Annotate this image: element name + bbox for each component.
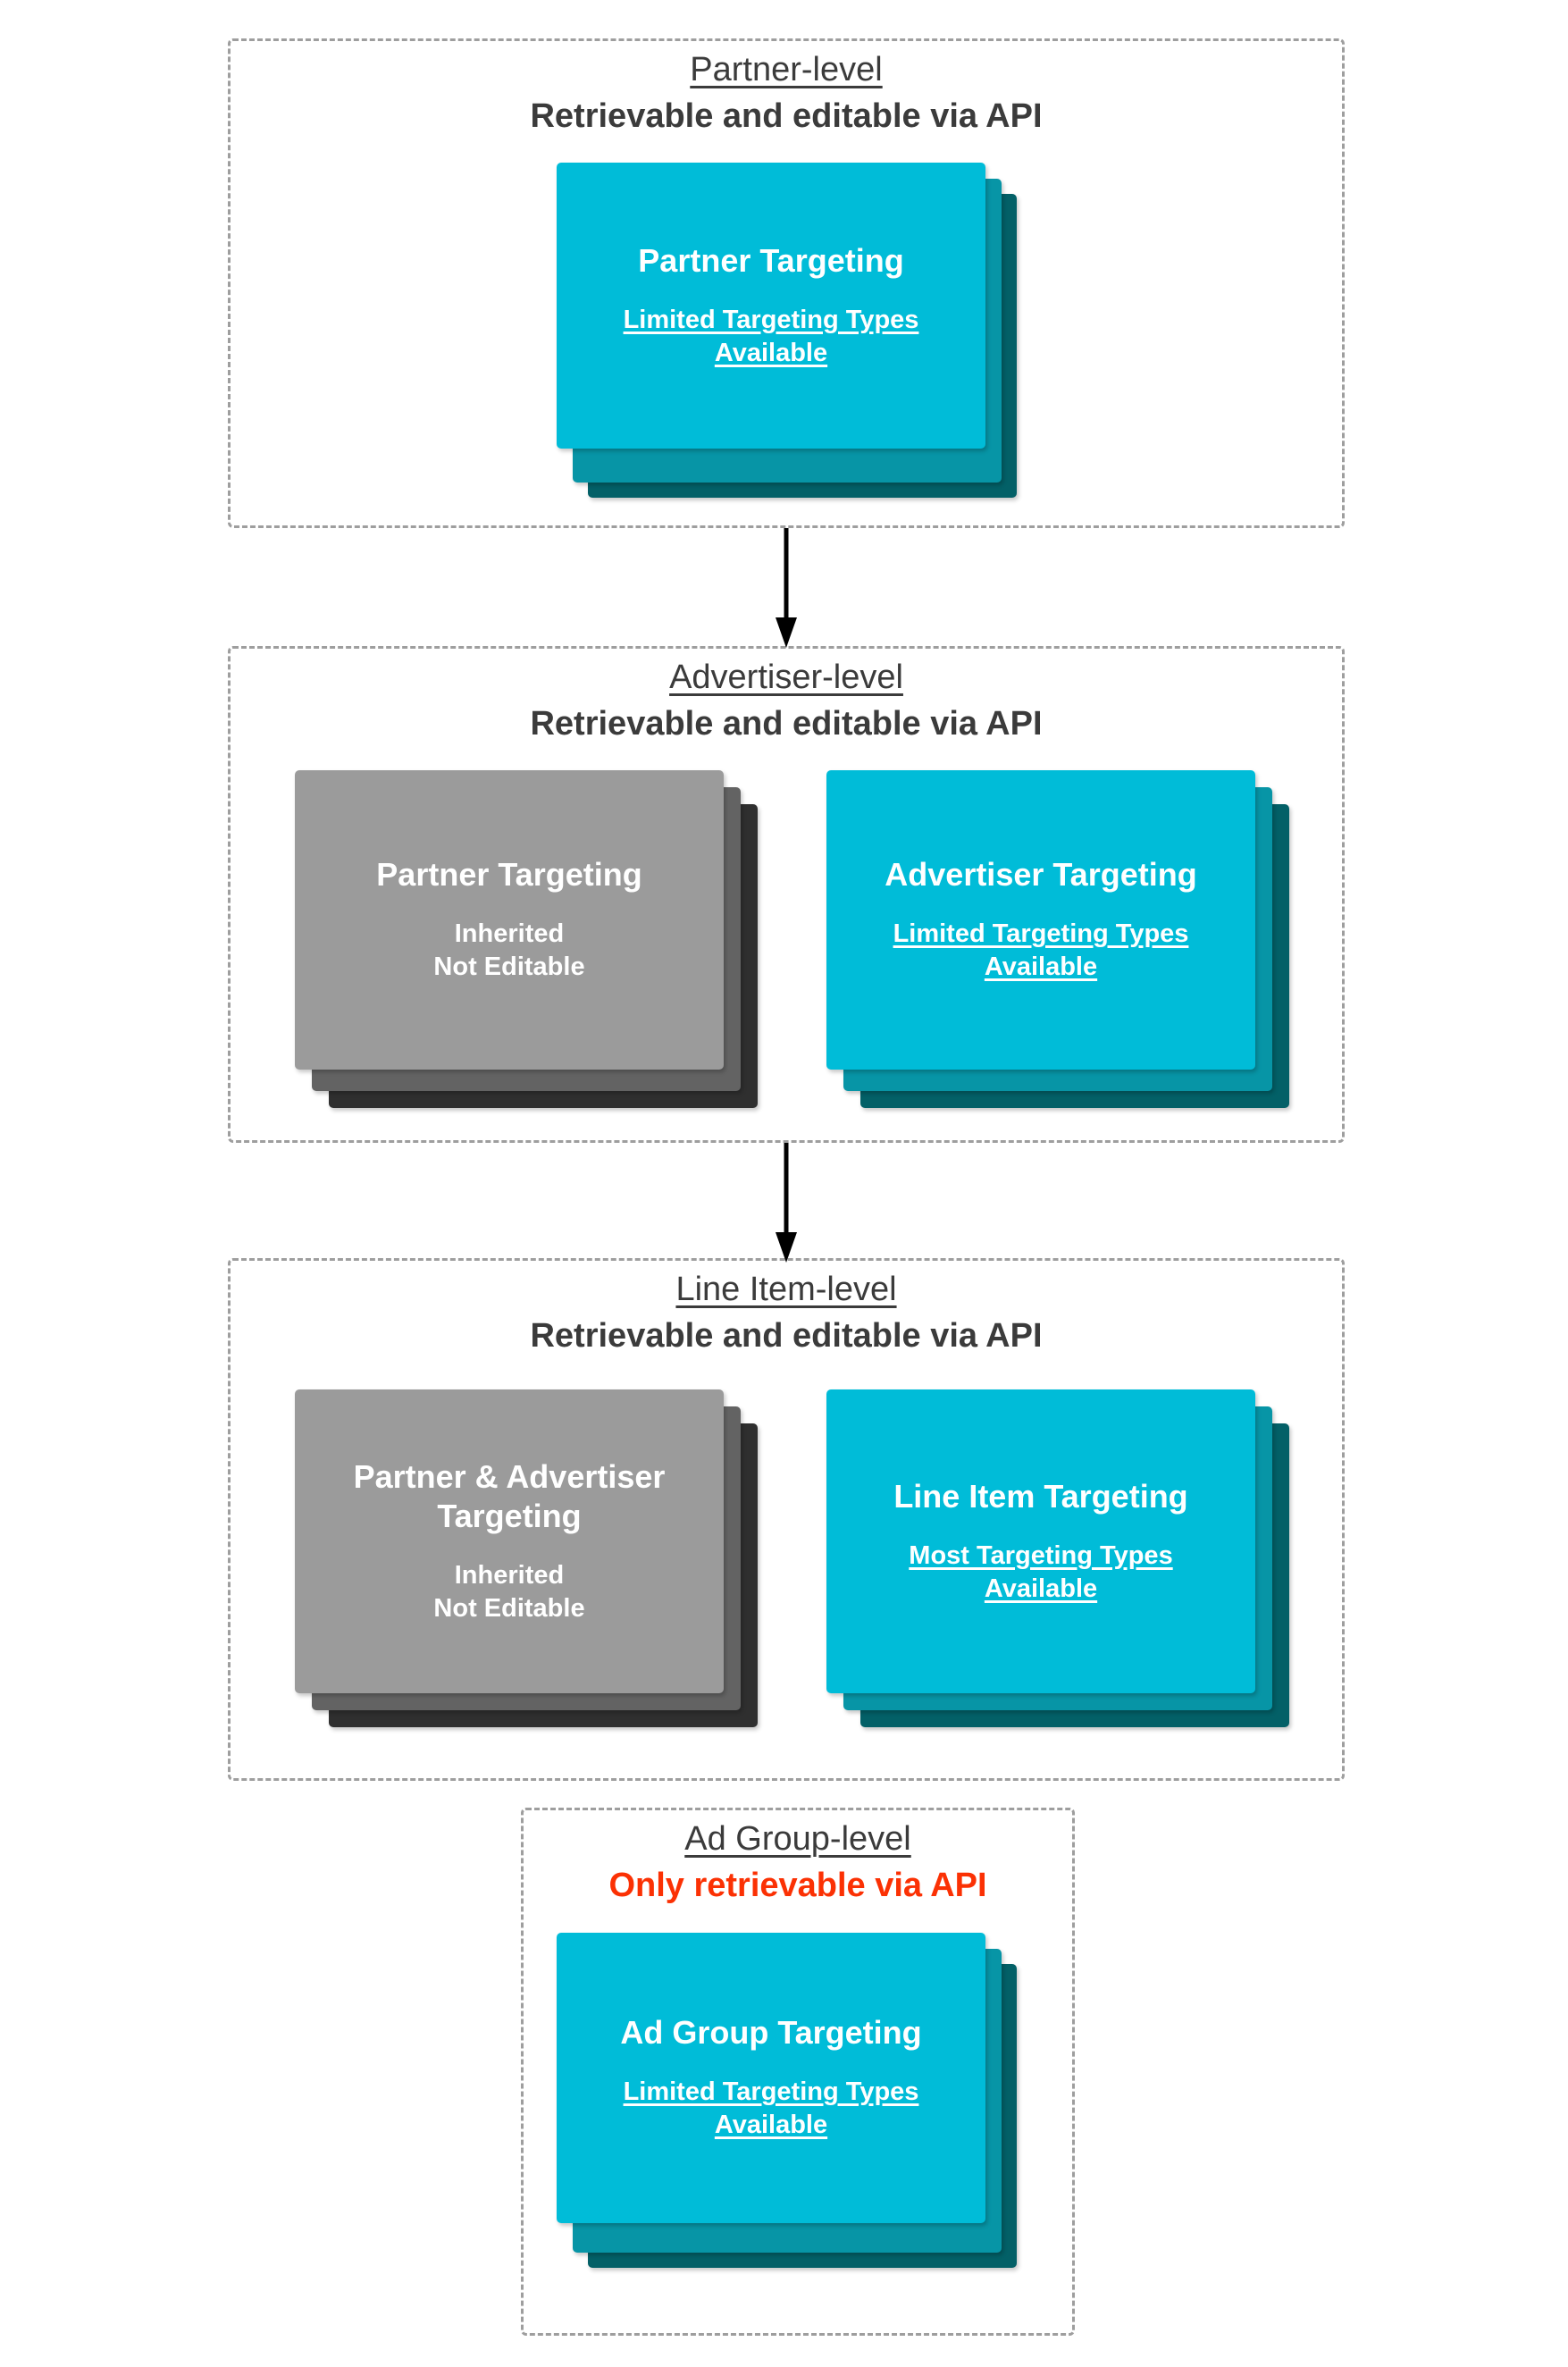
card-subtitle-line2: Not Editable <box>433 1593 585 1623</box>
card-subtitle: Most Targeting Types Available <box>891 1540 1190 1606</box>
card-subtitle: Limited Targeting Types Available <box>606 2076 937 2142</box>
card-subtitle-line2: Available <box>984 953 1098 982</box>
arrow-advertiser-to-line-item <box>776 1143 797 1263</box>
card-advertiser-targeting[interactable]: Advertiser Targeting Limited Targeting T… <box>826 770 1255 1070</box>
card-subtitle: Limited Targeting Types Available <box>606 304 937 370</box>
panel-title-advertiser: Advertiser-level <box>669 659 903 696</box>
arrow-partner-to-advertiser <box>776 528 797 648</box>
card-subtitle-line2: Available <box>714 338 828 367</box>
panel-title-partner: Partner-level <box>690 51 883 88</box>
panel-partner-level-header: Partner-level Retrievable and editable v… <box>228 49 1345 138</box>
card-stack-inherited-partner-advertiser-targeting: Partner & Advertiser Targeting Inherited… <box>295 1389 759 1747</box>
card-subtitle: Limited Targeting Types Available <box>876 918 1207 984</box>
card-subtitle-line1: Most Targeting Types <box>909 1540 1173 1570</box>
card-subtitle-line1: Inherited <box>454 919 565 949</box>
panel-subtitle-advertiser: Retrievable and editable via API <box>530 704 1043 743</box>
card-stack-advertiser-targeting: Advertiser Targeting Limited Targeting T… <box>826 770 1291 1119</box>
card-stack-inherited-partner-targeting: Partner Targeting Inherited Not Editable <box>295 770 759 1119</box>
panel-line-item-level-header: Line Item-level Retrievable and editable… <box>228 1269 1345 1358</box>
card-inherited-partner-targeting[interactable]: Partner Targeting Inherited Not Editable <box>295 770 724 1070</box>
card-line-item-targeting[interactable]: Line Item Targeting Most Targeting Types… <box>826 1389 1255 1693</box>
panel-subtitle-line-item: Retrievable and editable via API <box>530 1316 1043 1355</box>
card-subtitle-line1: Inherited <box>454 1560 565 1590</box>
card-ad-group-targeting[interactable]: Ad Group Targeting Limited Targeting Typ… <box>557 1933 985 2223</box>
card-subtitle-line2: Available <box>714 2111 828 2140</box>
card-partner-targeting[interactable]: Partner Targeting Limited Targeting Type… <box>557 163 985 449</box>
panel-ad-group-level-header: Ad Group-level Only retrievable via API <box>521 1818 1075 1908</box>
card-stack-ad-group-targeting: Ad Group Targeting Limited Targeting Typ… <box>557 1933 1021 2281</box>
card-subtitle-line1: Limited Targeting Types <box>893 919 1189 949</box>
card-title: Partner Targeting <box>638 241 904 279</box>
panel-title-line-item: Line Item-level <box>675 1271 897 1308</box>
card-subtitle-line2: Not Editable <box>433 953 585 982</box>
card-subtitle-line1: Limited Targeting Types <box>623 305 919 334</box>
card-subtitle-line2: Available <box>984 1574 1098 1603</box>
card-subtitle-line1: Limited Targeting Types <box>623 2077 919 2107</box>
card-inherited-partner-advertiser-targeting[interactable]: Partner & Advertiser Targeting Inherited… <box>295 1389 724 1693</box>
panel-ad-group-level <box>521 1808 1075 2336</box>
panel-subtitle-ad-group: Only retrievable via API <box>608 1866 987 1904</box>
panel-title-ad-group: Ad Group-level <box>684 1820 911 1858</box>
card-title: Partner & Advertiser Targeting <box>353 1457 666 1534</box>
card-stack-line-item-targeting: Line Item Targeting Most Targeting Types… <box>826 1389 1291 1747</box>
card-subtitle: Inherited Not Editable <box>415 1559 602 1625</box>
panel-advertiser-level-header: Advertiser-level Retrievable and editabl… <box>228 657 1345 746</box>
card-title: Line Item Targeting <box>893 1477 1188 1515</box>
card-subtitle: Inherited Not Editable <box>415 918 602 984</box>
card-title: Ad Group Targeting <box>620 2014 922 2052</box>
panel-subtitle-partner: Retrievable and editable via API <box>530 97 1043 135</box>
card-title: Partner Targeting <box>376 856 642 894</box>
panel-partner-level <box>228 38 1345 528</box>
card-stack-partner-targeting: Partner Targeting Limited Targeting Type… <box>557 163 1021 498</box>
card-title: Advertiser Targeting <box>885 856 1197 894</box>
